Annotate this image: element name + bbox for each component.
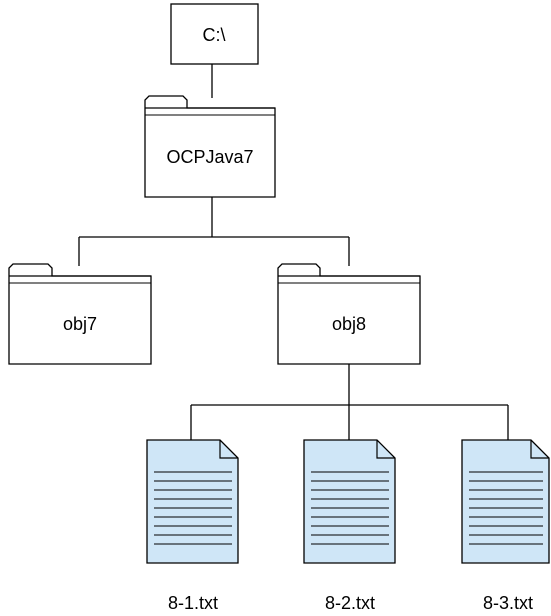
root-drive-box — [170, 3, 259, 65]
folder-ocpjava7[interactable]: OCPJava7 — [144, 95, 276, 198]
document-fold — [530, 440, 549, 459]
document-text-lines — [311, 471, 389, 545]
root-drive-node[interactable]: C:\ — [170, 3, 259, 65]
document-text-lines — [154, 471, 232, 545]
file-label: 8-3.txt — [483, 593, 533, 613]
root-drive-label: C:\ — [202, 25, 225, 45]
folder-icon — [277, 263, 421, 365]
file-8-3[interactable]: 8-3.txt — [461, 439, 550, 613]
document-text-lines — [469, 471, 543, 545]
tree-connectors — [78, 64, 509, 440]
file-label: 8-1.txt — [168, 593, 218, 613]
document-icon — [303, 439, 396, 564]
file-8-2[interactable]: 8-2.txt — [303, 439, 396, 613]
folder-label: OCPJava7 — [166, 147, 253, 167]
folder-obj8[interactable]: obj8 — [277, 263, 421, 365]
document-icon — [461, 439, 550, 564]
folder-icon — [8, 263, 152, 365]
folder-label: obj7 — [63, 314, 97, 334]
file-8-1[interactable]: 8-1.txt — [146, 439, 239, 613]
folder-obj7[interactable]: obj7 — [8, 263, 152, 365]
document-icon — [146, 439, 239, 564]
document-fold — [219, 440, 238, 459]
file-label: 8-2.txt — [325, 593, 375, 613]
folder-label: obj8 — [332, 314, 366, 334]
document-fold — [376, 440, 395, 459]
folder-icon — [144, 95, 276, 198]
